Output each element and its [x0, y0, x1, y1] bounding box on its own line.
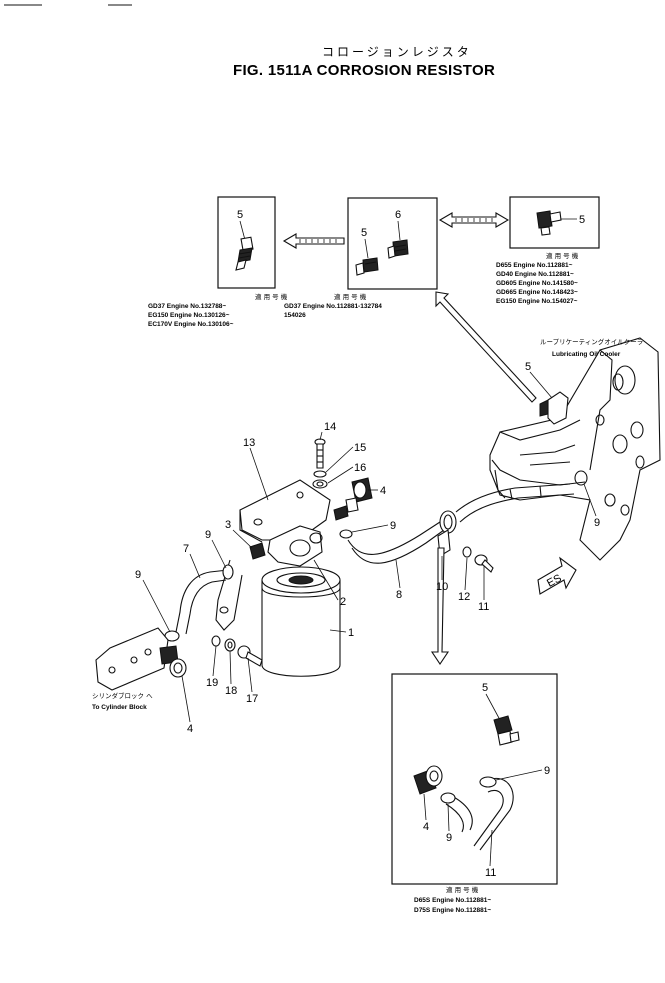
nipple-fitting-icon — [355, 257, 379, 276]
callout-12: 12 — [458, 591, 470, 603]
washer-18 — [224, 638, 236, 652]
callout-5: 5 — [361, 227, 367, 239]
callout-11: 11 — [485, 867, 496, 879]
callout-8: 8 — [396, 589, 402, 601]
callout-9: 9 — [390, 520, 396, 532]
cooler-label-en: Lubricating Oil Cooler — [552, 351, 621, 358]
callout-9: 9 — [446, 832, 452, 844]
tee-fitting-icon — [536, 210, 562, 236]
applicability-row: D75S Engine No.112881~ — [414, 907, 491, 914]
applicability-header: 適 用 号 機 — [255, 292, 288, 301]
inset-box-middle: 6 5 — [347, 197, 438, 290]
hose-clamp-7 — [164, 564, 234, 642]
hose-upper-right — [455, 483, 575, 523]
callout-4: 4 — [423, 821, 429, 833]
cooler-label-jp: ループリケーティングオイルクーラ — [540, 337, 643, 346]
elbow-fitting-icon — [235, 236, 254, 271]
applicability-row: GD40 Engine No.112881~ — [496, 271, 574, 278]
inset-box-bottom: 5 9 4 9 11 — [391, 673, 558, 885]
applicability-header: 適 用 号 機 — [334, 292, 367, 301]
washer-16 — [312, 479, 328, 489]
bolt-17 — [237, 645, 263, 667]
valve-fitting-4-top — [345, 477, 373, 513]
applicability-row: D65S Engine No.112881~ — [414, 897, 491, 904]
lubricating-oil-cooler — [489, 337, 661, 561]
inset-box-left: 5 — [217, 196, 276, 289]
applicability-row: GD605 Engine No.141580~ — [496, 280, 578, 287]
callout-15: 15 — [354, 442, 366, 454]
inset-box-right: 5 — [509, 196, 600, 249]
washer-12 — [462, 546, 472, 558]
applicability-row: D655 Engine No.112881~ — [496, 262, 573, 269]
applicability-table-bottom: 適 用 号 機 D65S Engine No.112881~ D75S Engi… — [414, 885, 491, 914]
arrow-double-thick — [438, 212, 510, 228]
applicability-row: 154026 — [284, 312, 306, 319]
hose-clamp-bottom-b — [440, 792, 456, 804]
callout-9: 9 — [205, 529, 211, 541]
applicability-row: EC170V Engine No.130106~ — [148, 321, 234, 328]
applicability-table-middle: 適 用 号 機 GD37 Engine No.112881-132784 154… — [284, 292, 382, 319]
callout-5: 5 — [237, 209, 243, 221]
callout-1: 1 — [348, 627, 354, 639]
washer-19 — [211, 635, 221, 647]
applicability-header: 適 用 号 機 — [546, 251, 579, 260]
applicability-row: GD37 Engine No.112881-132784 — [284, 303, 382, 310]
callout-5: 5 — [579, 214, 585, 226]
hose-7 — [175, 569, 229, 635]
elbow-fitting-bottom — [493, 715, 520, 746]
direction-arrow-mark: ES — [537, 556, 577, 595]
filter-cartridge-1 — [261, 566, 341, 677]
hose-clamp-bottom-a — [479, 776, 497, 788]
union-fitting-icon — [387, 239, 409, 259]
callout-9: 9 — [594, 517, 600, 529]
washer-15 — [313, 470, 327, 478]
applicability-row: GD37 Engine No.132788~ — [148, 303, 226, 310]
callout-6: 6 — [395, 209, 401, 221]
callout-4: 4 — [187, 723, 193, 735]
callout-9: 9 — [544, 765, 550, 777]
callout-18: 18 — [225, 685, 237, 697]
callout-13: 13 — [243, 437, 255, 449]
callout-9: 9 — [135, 569, 141, 581]
callout-19: 19 — [206, 677, 218, 689]
callout-7: 7 — [183, 543, 189, 555]
callout-10: 10 — [436, 581, 448, 593]
callout-2: 2 — [340, 596, 346, 608]
callout-14: 14 — [324, 421, 336, 433]
figure-title: FIG. 1511A CORROSION RESISTOR — [233, 62, 495, 79]
applicability-row: EG150 Engine No.130126~ — [148, 312, 230, 319]
applicability-row: EG150 Engine No.154027~ — [496, 298, 578, 305]
callout-3: 3 — [225, 519, 231, 531]
callout-11: 11 — [478, 601, 489, 613]
bolt-11 — [474, 554, 494, 573]
callout-16: 16 — [354, 462, 366, 474]
leader-arrow-to-cooler — [435, 291, 537, 403]
title-kana: コロージョンレジスタ — [322, 45, 472, 59]
cylinder-label-en: To Cylinder Block — [92, 704, 147, 711]
valve-fitting-4-bottom — [413, 765, 443, 795]
bolt-14 — [314, 438, 326, 469]
applicability-row: GD665 Engine No.148423~ — [496, 289, 578, 296]
cylinder-block-flange — [95, 627, 169, 691]
callout-5: 5 — [525, 361, 531, 373]
callout-4: 4 — [380, 485, 386, 497]
hose-8 — [347, 521, 445, 564]
cylinder-label-jp: シリンダブロック へ — [92, 691, 153, 700]
callout-17: 17 — [246, 693, 258, 705]
valve-fitting-4-lower — [159, 645, 187, 678]
callout-5: 5 — [482, 682, 488, 694]
arrow-left-thick — [282, 233, 345, 249]
applicability-table-left: 適 用 号 機 GD37 Engine No.132788~ EG150 Eng… — [148, 292, 288, 328]
hose-clamp-9 — [339, 529, 353, 539]
applicability-header: 適 用 号 機 — [446, 885, 479, 894]
leader-arrow-to-bottom — [430, 547, 450, 665]
applicability-table-right: 適 用 号 機 D655 Engine No.112881~ GD40 Engi… — [496, 251, 579, 305]
elbow-fitting-cooler — [539, 391, 569, 425]
filter-head-2 — [249, 505, 349, 567]
